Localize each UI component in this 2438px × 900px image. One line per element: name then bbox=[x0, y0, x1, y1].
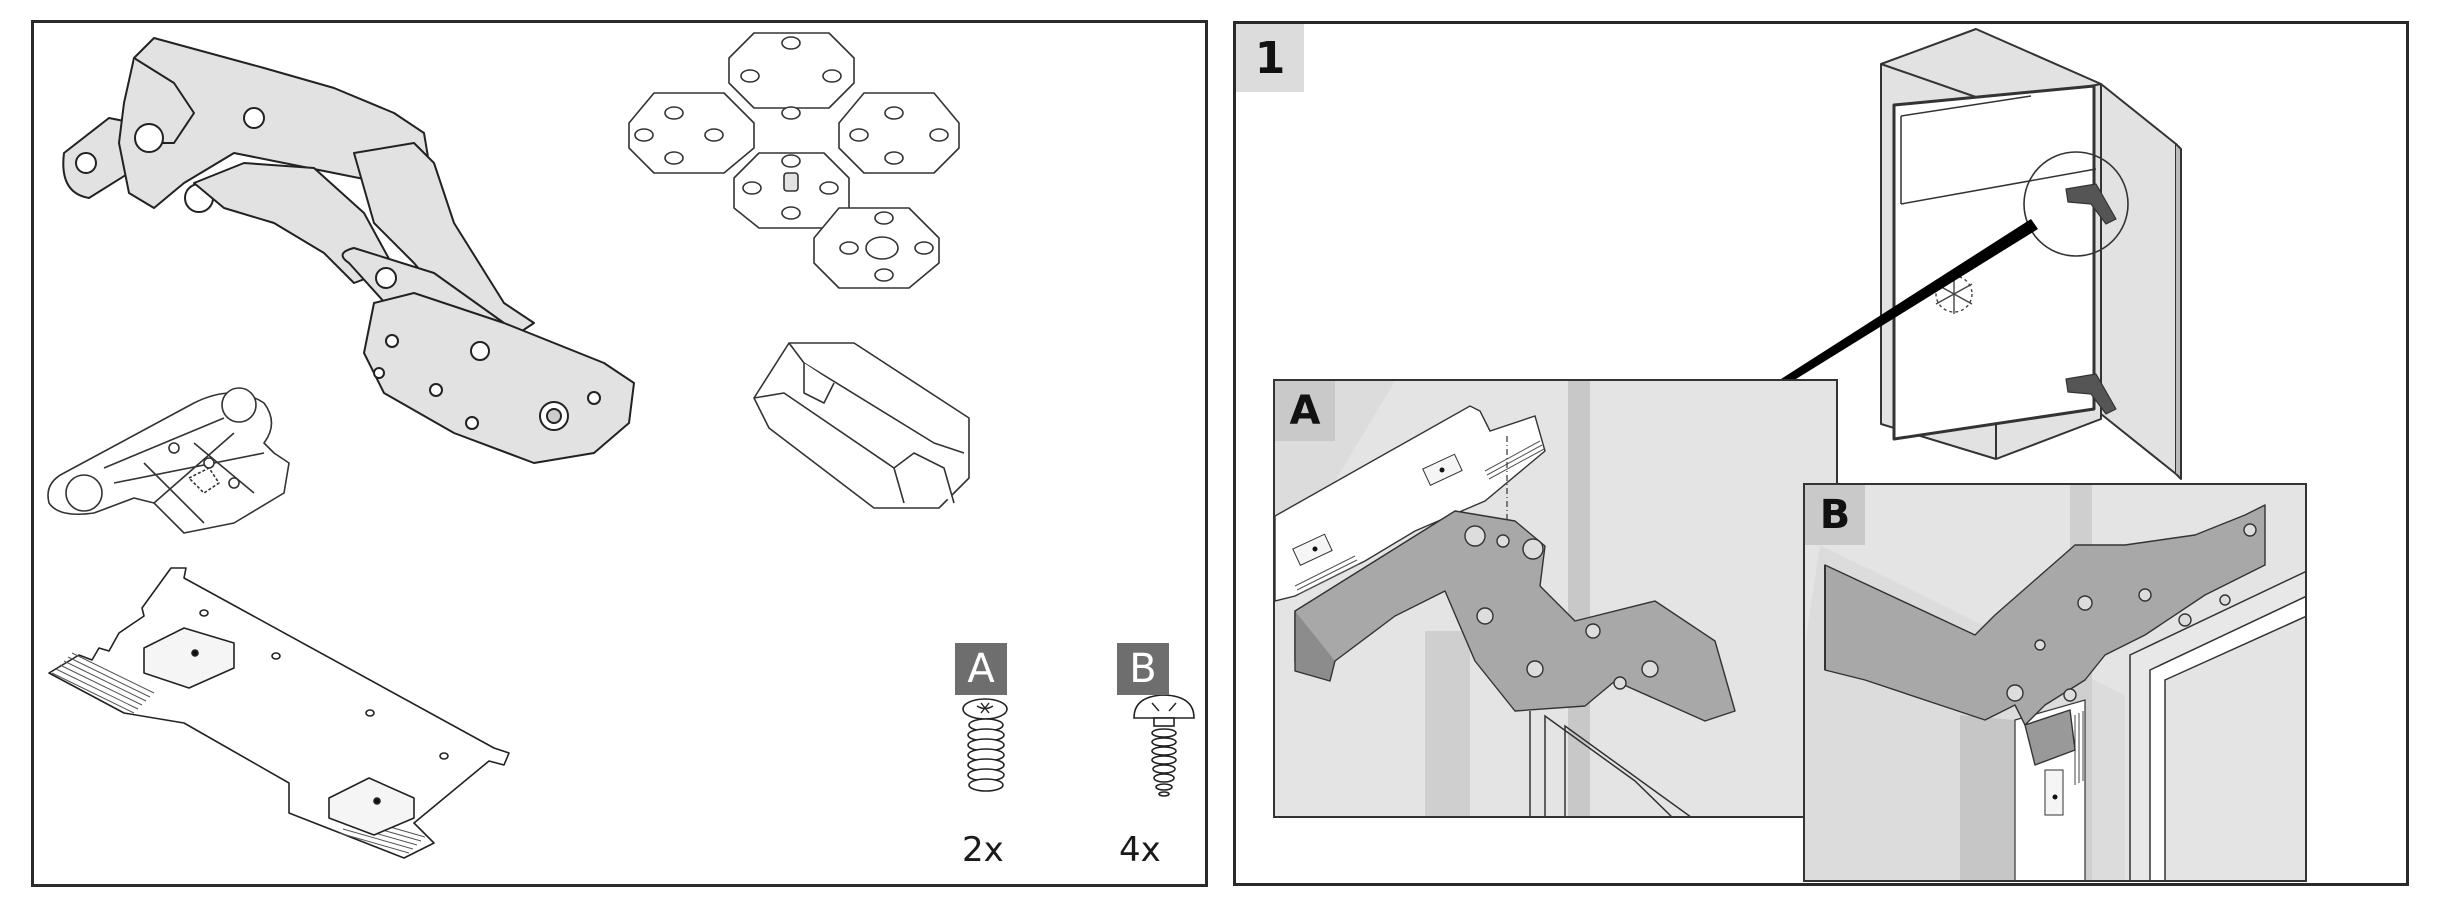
parts-panel: A B 2x 4x bbox=[31, 20, 1208, 887]
step-panel: 1 bbox=[1233, 21, 2409, 886]
screw-a-quantity: 2x bbox=[962, 830, 1004, 870]
door-mounting-template bbox=[48, 567, 510, 859]
hinge-assembly bbox=[62, 37, 635, 464]
spacer-plate-set bbox=[628, 32, 960, 289]
parts-drawing bbox=[47, 32, 1195, 859]
inset-b-drawing bbox=[1805, 485, 2305, 880]
inset-a-label: A bbox=[1275, 381, 1335, 441]
hinge-icon bbox=[1824, 504, 2266, 766]
cabinet-overview-drawing bbox=[1781, 28, 2182, 480]
screw-b-label: B bbox=[1117, 643, 1169, 695]
screw-a-label: A bbox=[955, 643, 1007, 695]
step-number-badge: 1 bbox=[1236, 24, 1304, 92]
inset-a-drawing bbox=[1275, 381, 1836, 816]
screw-b-icon bbox=[1133, 694, 1195, 797]
hinge-icon bbox=[1294, 510, 1736, 722]
inset-b-label: B bbox=[1805, 485, 1865, 545]
inset-a: A bbox=[1273, 379, 1838, 818]
mounting-bracket-plate bbox=[47, 387, 290, 534]
screw-a-icon bbox=[962, 698, 1008, 792]
inset-b: B bbox=[1803, 483, 2307, 882]
screw-b-quantity: 4x bbox=[1119, 830, 1161, 870]
hinge-cover bbox=[753, 342, 970, 509]
refrigerator-cabinet bbox=[1781, 28, 2182, 480]
